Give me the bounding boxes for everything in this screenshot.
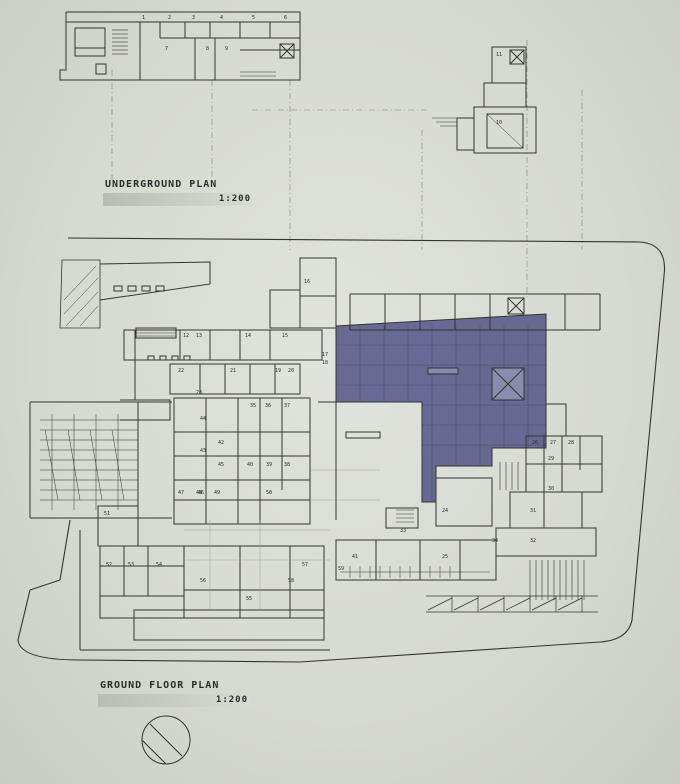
room-number: 22 [178, 368, 184, 374]
title-bar [98, 694, 250, 707]
room-number: 28 [568, 440, 574, 446]
room-number: 34 [492, 538, 498, 544]
room-number: 56 [200, 578, 206, 584]
ground-floor-plan-title: GROUND FLOOR PLAN [100, 680, 220, 691]
room-number: 26 [532, 440, 538, 446]
room-number: 10 [496, 120, 502, 126]
west-wing [120, 327, 323, 525]
underground-plan-title-block: UNDERGROUND PLAN 1:200 [103, 178, 253, 206]
room-number: 21 [230, 368, 236, 374]
room-number: 36 [265, 403, 271, 409]
parking-area [29, 401, 172, 519]
room-number: 57 [302, 562, 308, 568]
underground-plan-title: UNDERGROUND PLAN [105, 179, 218, 190]
south-east-parking [426, 595, 598, 613]
room-number: 3 [192, 15, 195, 21]
construction-lines [111, 40, 583, 300]
pergola [349, 293, 601, 331]
room-number: 59 [338, 566, 344, 572]
room-number: 46 [198, 490, 204, 496]
room-number: 1 [142, 15, 145, 21]
south-wing [79, 469, 380, 651]
room-number: 45 [218, 462, 224, 468]
underground-room-numbers: 1 2 3 4 5 6 7 8 9 10 11 [142, 15, 502, 126]
room-number: 20 [288, 368, 294, 374]
room-number: 43 [200, 448, 206, 454]
room-number: 17 [322, 352, 328, 358]
room-number: 33 [400, 528, 406, 534]
ground-floor-plan-title-block: GROUND FLOOR PLAN 1:200 [98, 679, 250, 707]
room-number: 14 [245, 333, 251, 339]
room-number: 50 [266, 490, 272, 496]
room-number: 24 [442, 508, 448, 514]
east-wing [495, 403, 603, 600]
underground-plan-main [59, 11, 301, 81]
room-number: 29 [548, 456, 554, 462]
room-number: 58 [288, 578, 294, 584]
ground-floor-plan-scale: 1:200 [215, 695, 248, 705]
room-number: 13 [196, 333, 202, 339]
room-number: 15 [282, 333, 288, 339]
underground-plan-annex [432, 46, 537, 154]
room-number: 40 [247, 462, 253, 468]
ground-floor-room-numbers: 12 13 14 15 16 17 18 19 20 21 22 23 24 2… [104, 279, 574, 602]
room-number: 11 [496, 52, 502, 58]
room-number: 19 [275, 368, 281, 374]
room-number: 27 [550, 440, 556, 446]
room-number: 9 [225, 46, 228, 52]
room-number: 37 [284, 403, 290, 409]
site-boundary [17, 237, 666, 663]
room-number: 25 [442, 554, 448, 560]
room-number: 30 [548, 486, 554, 492]
room-number: 54 [156, 562, 162, 568]
room-number: 32 [530, 538, 536, 544]
room-number: 47 [178, 490, 184, 496]
room-number: 12 [183, 333, 189, 339]
room-number: 4 [220, 15, 223, 21]
room-number: 16 [304, 279, 310, 285]
north-arrow-icon [141, 715, 191, 765]
underground-plan-scale: 1:200 [218, 194, 251, 204]
room-number: 31 [530, 508, 536, 514]
room-number: 5 [252, 15, 255, 21]
room-number: 53 [128, 562, 134, 568]
courtyard [335, 313, 547, 503]
room-number: 18 [322, 360, 328, 366]
room-number: 8 [206, 46, 209, 52]
room-number: 35 [250, 403, 256, 409]
room-number: 49 [214, 490, 220, 496]
central-corridor [269, 257, 497, 581]
room-number: 44 [200, 416, 206, 422]
room-number: 48 [196, 490, 202, 496]
room-number: 7 [165, 46, 168, 52]
room-number: 6 [284, 15, 287, 21]
room-number: 38 [284, 462, 290, 468]
room-number: 41 [352, 554, 358, 560]
room-number: 23 [196, 390, 202, 396]
room-number: 2 [168, 15, 171, 21]
title-bar [103, 193, 253, 206]
room-number: 52 [106, 562, 112, 568]
room-number: 55 [246, 596, 252, 602]
room-number: 42 [218, 440, 224, 446]
room-number: 51 [104, 511, 110, 517]
room-number: 39 [266, 462, 272, 468]
